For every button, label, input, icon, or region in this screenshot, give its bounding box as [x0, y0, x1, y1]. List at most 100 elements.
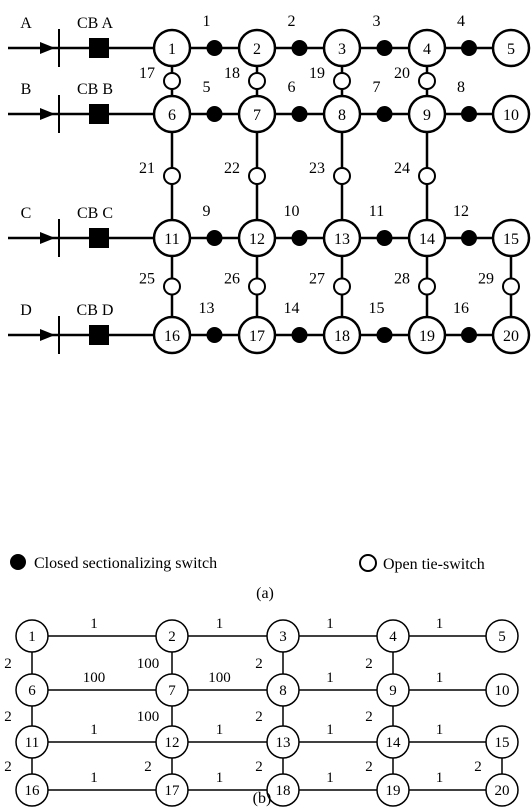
graph-node [266, 619, 300, 653]
bus-node [152, 28, 192, 68]
feeder-arrow-icon [40, 232, 55, 244]
bus-node [152, 315, 192, 355]
switch-label: 6 [288, 79, 296, 96]
graph-node-label: 8 [279, 683, 287, 699]
graph-node-label: 5 [498, 629, 506, 645]
graph-node [266, 773, 300, 807]
switch-label: 7 [373, 79, 381, 96]
graph-node-label: 10 [495, 683, 510, 699]
edge-weight-label: 1 [90, 770, 98, 786]
bus-node-label: 11 [164, 231, 179, 248]
closed-switch-icon [461, 40, 477, 56]
tie-switch-icon [418, 277, 436, 296]
switch-label: 18 [224, 65, 240, 82]
switch-label: 1 [203, 13, 211, 30]
open-switch-legend-icon [359, 554, 377, 572]
caption-a: (a) [256, 585, 274, 602]
circuit-breaker-icon [89, 325, 109, 345]
tie-switch-icon [248, 72, 266, 90]
switch-label: 29 [478, 271, 494, 288]
bus-node [152, 94, 192, 134]
legend-closed-label: Closed sectionalizing switch [34, 555, 217, 572]
switch-label: 13 [199, 300, 215, 317]
circuit-breaker-label: CB B [77, 81, 113, 98]
tie-switch-icon [418, 167, 436, 185]
feeder-label: D [20, 302, 32, 319]
graph-node [376, 673, 410, 707]
bus-node-label: 5 [507, 41, 515, 58]
circuit-breaker-label: CB D [77, 302, 114, 319]
bus-node [237, 94, 277, 134]
switch-label: 15 [369, 300, 385, 317]
graph-node-label: 20 [495, 783, 510, 799]
bus-node-label: 8 [338, 107, 346, 124]
feeder-label: C [21, 205, 32, 222]
graph-node-label: 16 [25, 783, 41, 799]
edge-weight-label: 1 [216, 722, 224, 738]
feeder-label: B [21, 81, 32, 98]
bus-node-label: 18 [334, 328, 350, 345]
switch-label: 25 [139, 271, 155, 288]
bus-node [152, 218, 192, 258]
switch-label: 9 [203, 203, 211, 220]
switch-label: 20 [394, 65, 410, 82]
bus-node [407, 315, 447, 355]
bus-node [491, 315, 531, 355]
switch-label: 4 [457, 13, 465, 30]
closed-switch-icon [206, 327, 223, 343]
switch-label: 3 [373, 13, 381, 30]
bus-node [237, 315, 277, 355]
graph-node [485, 673, 519, 707]
graph-node [485, 619, 519, 653]
bus-node-label: 12 [249, 231, 265, 248]
edge-weight-label: 1 [216, 616, 224, 632]
edge-weight-label: 100 [137, 656, 160, 672]
bus-node-label: 15 [503, 231, 519, 248]
switch-label: 2 [288, 13, 296, 30]
closed-switch-icon [376, 106, 393, 122]
graph-node-label: 15 [495, 735, 510, 751]
closed-switch-icon [291, 327, 308, 343]
switch-label: 22 [224, 160, 240, 177]
bus-node-label: 6 [168, 107, 176, 124]
graph-node [155, 773, 189, 807]
edge-weight-label: 100 [137, 709, 160, 725]
switch-label: 17 [139, 65, 155, 82]
graph-node [376, 725, 410, 759]
circuit-breaker-icon [89, 38, 109, 58]
switch-label: 8 [457, 79, 465, 96]
circuit-breaker-icon [89, 228, 109, 248]
switch-label: 10 [284, 203, 300, 220]
edge-weight-label: 2 [255, 759, 263, 775]
edge-weight-label: 1 [90, 616, 98, 632]
feeder-arrow-icon [40, 42, 55, 54]
graph-node [266, 725, 300, 759]
bus-node [407, 28, 447, 68]
graph-node [485, 725, 519, 759]
graph-node [485, 773, 519, 807]
switch-label: 14 [284, 300, 300, 317]
graph-node [155, 725, 189, 759]
edge-weight-label: 2 [4, 656, 12, 672]
switch-label: 21 [139, 160, 155, 177]
graph-node-label: 1 [28, 629, 36, 645]
graph-node [376, 773, 410, 807]
legend: Closed sectionalizing switch Open tie-sw… [10, 554, 485, 573]
bus-node [491, 218, 531, 258]
graph-node-label: 11 [25, 735, 39, 751]
bus-node [407, 218, 447, 258]
feeder-arrow-icon [40, 108, 55, 120]
edge-weight-label: 1 [436, 616, 444, 632]
closed-switch-icon [461, 106, 477, 122]
bus-node-label: 2 [253, 41, 261, 58]
closed-switch-icon [461, 327, 477, 343]
circuit-breaker-label: CB C [77, 205, 113, 222]
closed-switch-icon [376, 327, 393, 343]
tie-switch-icon [163, 72, 181, 90]
closed-switch-icon [461, 230, 477, 246]
